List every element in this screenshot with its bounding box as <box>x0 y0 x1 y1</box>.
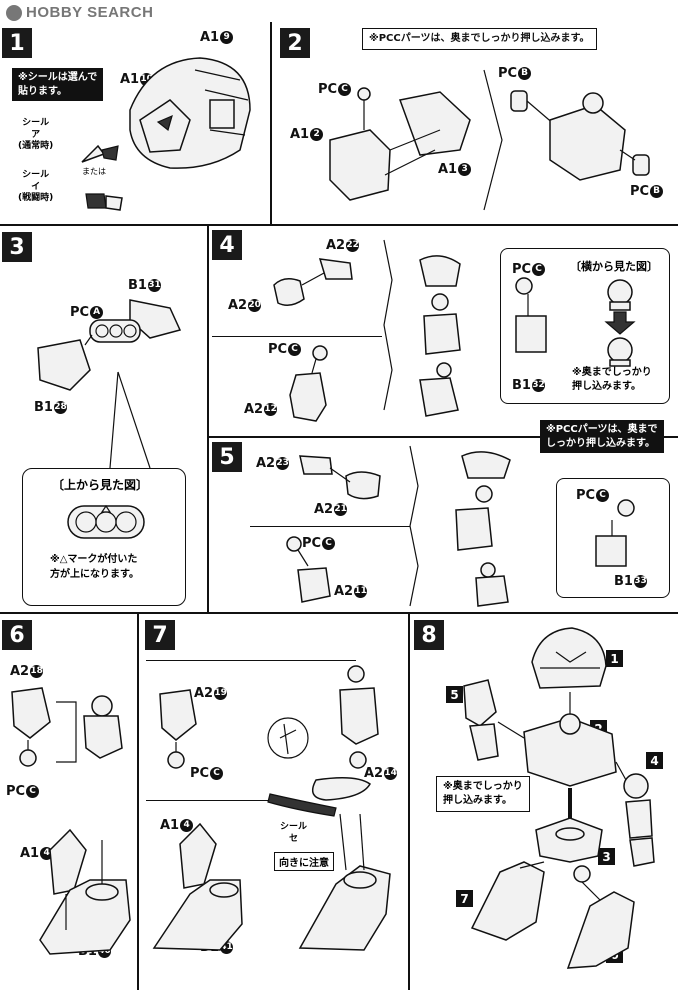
part-label: B133 <box>614 574 647 589</box>
leg-upper-illustration <box>11 687 123 767</box>
part-label: A221 <box>314 502 348 517</box>
divider <box>137 612 139 990</box>
torso-side-illustration <box>510 90 650 181</box>
step-number: 4 <box>212 230 242 260</box>
seal-label: シール イ (戦闘時) <box>18 170 54 204</box>
detail-illustration <box>595 499 635 567</box>
detail-box <box>556 478 670 598</box>
step-number: 2 <box>280 28 310 58</box>
part-label: A220 <box>228 298 262 313</box>
part-label: B128 <box>34 400 67 415</box>
step-note: ※奥までしっかり 押し込みます。 <box>436 776 530 812</box>
seal-label: シール ア (通常時) <box>18 118 54 152</box>
foot-illustration <box>39 828 131 955</box>
part-label: A218 <box>10 664 44 679</box>
part-label: A110 <box>120 72 154 87</box>
divider <box>0 612 678 614</box>
assembly-tag: 5 <box>446 686 463 703</box>
step-number: 5 <box>212 442 242 472</box>
bracket-line <box>483 69 503 211</box>
top-view-box <box>22 468 186 606</box>
part-label: A219 <box>194 686 228 701</box>
detail-box <box>500 248 670 404</box>
logo-text: HOBBY SEARCH <box>26 4 154 21</box>
seal-label: シール セ <box>280 822 308 844</box>
seal-i-illustration <box>85 193 123 211</box>
divider <box>270 22 272 224</box>
torso-assembly-illustration <box>329 87 471 201</box>
part-label: B132 <box>512 378 545 393</box>
elbow-illustration <box>273 258 353 306</box>
step-number: 3 <box>2 232 32 262</box>
part-label: A212 <box>244 402 278 417</box>
divider <box>212 336 382 337</box>
part-label: A222 <box>326 238 360 253</box>
hand-illustration <box>289 345 328 422</box>
logo-badge-icon <box>6 4 22 21</box>
side-view-note: ※奥までしっかり 押し込みます。 <box>572 367 652 392</box>
arm-assembly-illustration <box>419 255 461 417</box>
divider <box>146 660 356 661</box>
assembly-tag: 7 <box>456 890 473 907</box>
divider <box>250 526 410 527</box>
part-label: A214 <box>364 766 398 781</box>
divider <box>207 224 209 612</box>
assembly-tag: 1 <box>606 650 623 667</box>
assembly-tag: 4 <box>646 752 663 769</box>
sticker-note: ※シールは選んで 貼ります。 <box>12 68 104 101</box>
foot-illustration-2 <box>152 813 391 951</box>
assembly-tag: 3 <box>598 848 615 865</box>
seal-a-illustration <box>81 144 119 163</box>
head-illustration <box>129 57 251 169</box>
step-number: 8 <box>414 620 444 650</box>
step-number: 1 <box>2 28 32 58</box>
arm-assembly-illustration-2 <box>455 451 511 607</box>
step-note: ※PCCパーツは、奥まで しっかり押し込みます。 <box>540 420 664 453</box>
part-label: A211 <box>334 584 368 599</box>
hand-illustration-2 <box>286 536 331 603</box>
shoulder-assembly-illustration <box>37 299 182 391</box>
full-assembly-illustration <box>463 627 655 969</box>
elbow-illustration-2 <box>299 455 381 500</box>
or-label: または <box>82 167 106 176</box>
divider <box>0 224 678 226</box>
step-number: 6 <box>2 620 32 650</box>
step-number: 7 <box>145 620 175 650</box>
divider <box>408 612 410 990</box>
leg-upper-illustration-2 <box>159 665 379 769</box>
caution-label: 向きに注意 <box>274 852 334 871</box>
top-view-illustration <box>67 504 145 539</box>
side-view-illustration <box>515 277 636 367</box>
part-label: A223 <box>256 456 290 471</box>
top-view-note: ※△マークが付いた 方が上になります。 <box>50 554 139 580</box>
top-view-title: 〔上から見た図〕 <box>52 478 149 492</box>
divider <box>207 436 678 438</box>
hobby-search-logo: HOBBY SEARCH <box>6 4 153 21</box>
sticker-ring-illustration <box>267 777 371 817</box>
divider <box>146 800 296 801</box>
side-view-title: 〔横から見た図〕 <box>570 260 658 273</box>
step-note: ※PCCパーツは、奥までしっかり押し込みます。 <box>362 28 597 50</box>
callout-line <box>109 371 151 469</box>
bracket-line <box>383 239 393 411</box>
bracket-line <box>409 445 419 607</box>
part-label: B131 <box>128 278 161 293</box>
